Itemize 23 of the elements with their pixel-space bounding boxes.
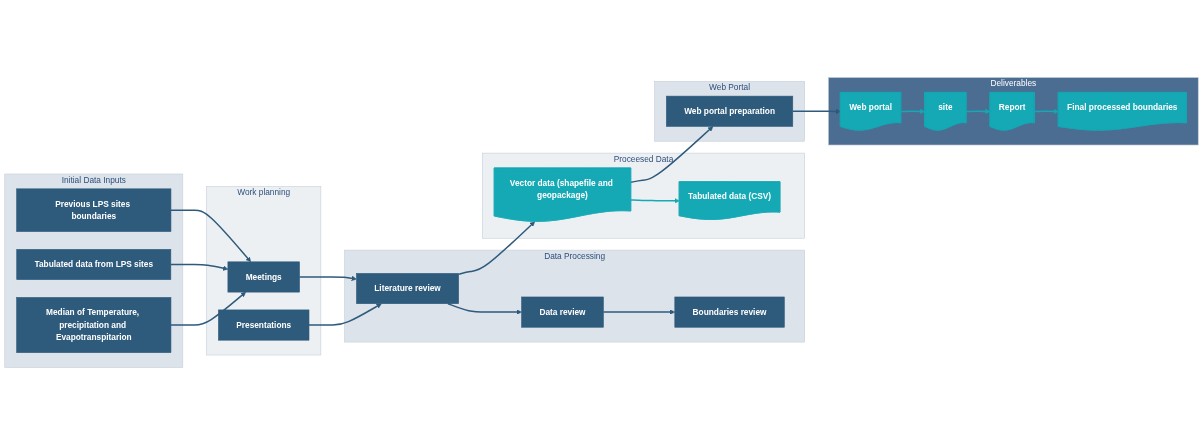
node-box: Boundaries review xyxy=(674,296,785,328)
arrow xyxy=(298,275,357,281)
arrow xyxy=(602,309,676,315)
arrow xyxy=(900,108,926,115)
arrow xyxy=(792,108,841,115)
arrow xyxy=(630,198,680,204)
node-box: Data review xyxy=(521,296,604,328)
node-box: Median of Temperature, precipitation and Evapotranspitarion xyxy=(16,297,172,353)
arrow xyxy=(457,221,535,276)
node-box: Presentations xyxy=(218,309,310,341)
arrow xyxy=(170,209,251,263)
arrow xyxy=(308,303,382,326)
node-box: Tabulated data from LPS sites xyxy=(16,249,172,280)
node-box: Meetings xyxy=(227,261,300,293)
arrow xyxy=(170,291,246,326)
node-box: Literature review xyxy=(356,273,459,304)
arrow xyxy=(447,302,522,315)
arrow xyxy=(170,263,229,271)
node-box: Previous LPS sites boundaries xyxy=(16,188,172,232)
arrow xyxy=(630,126,714,184)
node-box: Web portal preparation xyxy=(666,95,794,127)
arrow xyxy=(965,108,991,115)
arrow xyxy=(1034,108,1059,115)
